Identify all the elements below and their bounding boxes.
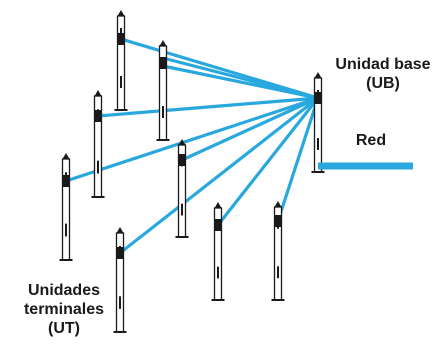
terminal-post-1: [114, 10, 128, 111]
wireless-link-6: [64, 96, 320, 183]
terminal-units-label-line2: terminales: [23, 300, 105, 318]
base-unit-label-line2: (UB): [366, 74, 400, 92]
wireless-link-3: [161, 64, 320, 100]
terminal-post-2: [156, 40, 170, 141]
terminal-post-5: [59, 153, 73, 261]
wireless-link-7: [216, 96, 320, 227]
terminal-units-label-line3: (UT): [48, 319, 80, 337]
base-unit-post: [311, 72, 325, 173]
wireless-link-5: [180, 96, 320, 162]
terminal-post-6: [211, 202, 225, 301]
terminal-units-label-line1: Unidades: [27, 282, 100, 299]
wireless-link-9: [118, 96, 320, 255]
terminal-post-4: [175, 139, 189, 238]
network-label: Red: [355, 132, 387, 149]
base-unit-label: Unidad base (UB): [318, 56, 448, 94]
terminal-post-8: [113, 227, 127, 333]
terminal-post-7: [271, 201, 285, 301]
wireless-link-4: [96, 96, 320, 118]
posts: [59, 10, 325, 333]
terminal-units-label: Unidades terminales (UT): [6, 282, 122, 339]
wireless-links: [64, 37, 320, 255]
wireless-link-8: [276, 96, 320, 223]
terminal-post-3: [91, 90, 105, 198]
base-unit-label-line1: Unidad base: [335, 56, 431, 73]
